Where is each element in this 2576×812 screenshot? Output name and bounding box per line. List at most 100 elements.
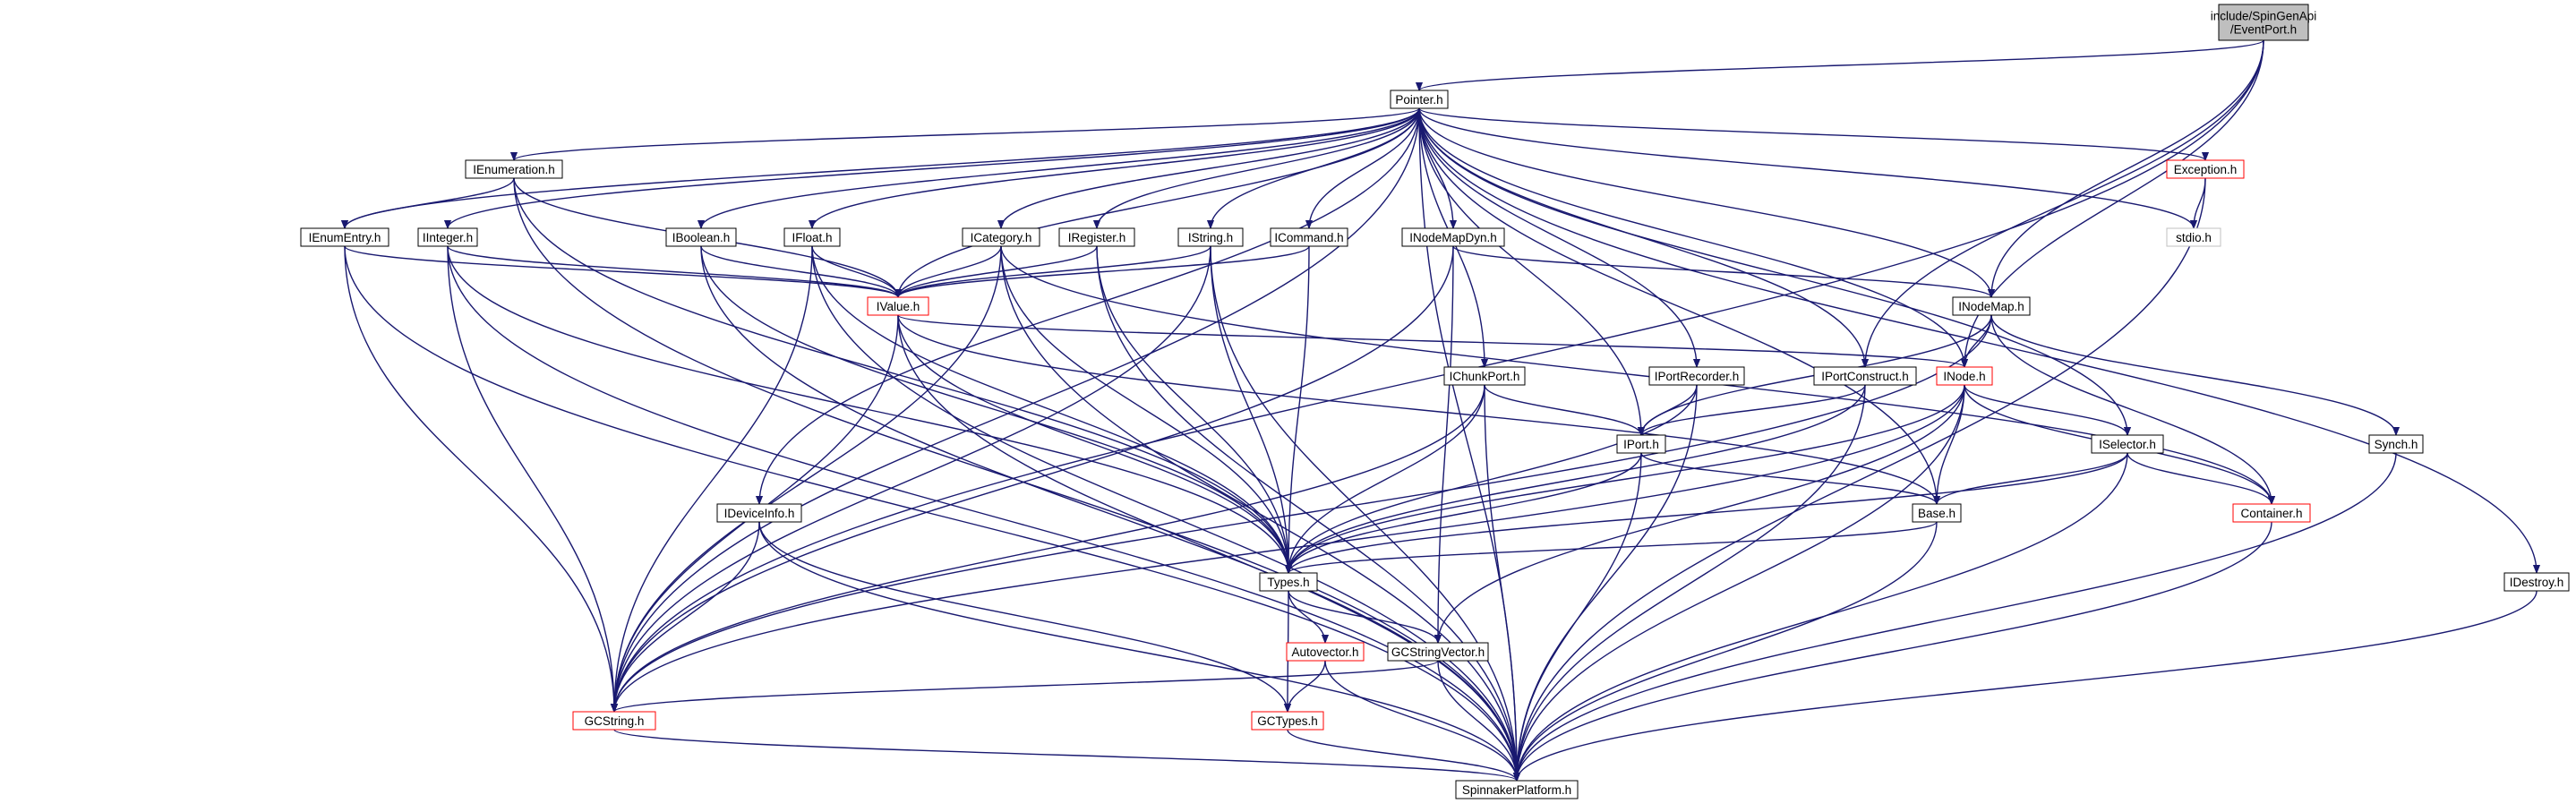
node-box-autovector [1286,642,1365,662]
edge-pointer-to-exception [1418,107,2205,161]
node-gcstring[interactable]: GCString.h [572,711,656,731]
node-label-ideviceinfo: IDeviceInfo.h [724,507,795,520]
edge-iport-to-base [1640,452,1937,505]
edge-ivalue-to-base [897,314,1937,504]
node-inodemapdyn[interactable]: INodeMapDyn.h [1401,227,1505,247]
edge-pointer-to-icommand [1309,107,1420,228]
node-container[interactable]: Container.h [2232,503,2311,523]
node-label-root: /EventPort.h [2230,23,2297,37]
edge-pointer-to-spinnaker [1418,107,1517,781]
node-box-iregister [1058,227,1135,247]
node-exception[interactable]: Exception.h [2166,159,2245,179]
node-iselector[interactable]: ISelector.h [2091,434,2164,454]
node-label-iselector: ISelector.h [2099,438,2156,451]
node-label-container: Container.h [2240,507,2302,520]
node-label-pointer: Pointer.h [1395,93,1442,107]
node-label-spinnaker: SpinnakerPlatform.h [1462,783,1571,797]
node-autovector[interactable]: Autovector.h [1286,642,1365,662]
edge-icategory-to-types [1000,245,1288,573]
node-label-iportrecorder: IPortRecorder.h [1655,370,1740,383]
node-box-iboolean [665,227,737,247]
node-inode[interactable]: INode.h [1936,366,1993,386]
node-box-ienumeration [465,159,563,179]
node-spinnaker[interactable]: SpinnakerPlatform.h [1455,780,1579,799]
node-label-ienumeration: IEnumeration.h [473,163,555,176]
node-label-ifloat: IFloat.h [792,231,832,244]
edge-pointer-to-ivalue [898,107,1420,297]
edge-ienumeration-to-ienumentry [345,177,515,229]
node-iportrecorder[interactable]: IPortRecorder.h [1648,366,1745,386]
node-ienumeration[interactable]: IEnumeration.h [465,159,563,179]
node-base[interactable]: Base.h [1912,503,1962,523]
node-box-ichunkport [1443,366,1526,386]
edge-ienumentry-to-gcstring [344,245,614,712]
edge-iboolean-to-ivalue [700,245,898,298]
node-box-pointer [1390,90,1449,109]
edge-iboolean-to-types [700,245,1288,573]
node-icommand[interactable]: ICommand.h [1270,227,1348,247]
node-box-spinnaker [1455,780,1579,799]
node-iboolean[interactable]: IBoolean.h [665,227,737,247]
edge-istring-to-types [1210,245,1288,573]
edge-iportconstruct-to-types [1288,384,1866,573]
edge-inodemap-to-container [1990,314,2272,504]
node-ideviceinfo[interactable]: IDeviceInfo.h [716,503,802,523]
node-label-iregister: IRegister.h [1068,231,1126,244]
node-box-inodemapdyn [1401,227,1505,247]
edge-pointer-to-iboolean [701,107,1420,229]
node-box-inode [1936,366,1993,386]
node-box-iinteger [417,227,478,247]
edge-pointer-to-inodemap [1418,107,1991,297]
node-label-root: include/SpinGenApi [2211,10,2317,23]
edge-iboolean-to-spinnaker [700,245,1517,781]
edge-iport-to-types [1288,452,1642,573]
edge-base-to-spinnaker [1517,521,1938,781]
node-ivalue[interactable]: IValue.h [867,296,929,316]
edge-base-to-types [1288,521,1938,574]
edge-pointer-to-iport [1418,107,1641,435]
edge-inodemapdyn-to-gcstring [614,245,1454,712]
edge-ideviceinfo-to-spinnaker [758,521,1517,781]
node-ichunkport[interactable]: IChunkPort.h [1443,366,1526,386]
node-label-ichunkport: IChunkPort.h [1450,370,1520,383]
edge-ienumeration-to-types [513,177,1288,573]
node-stdio[interactable]: stdio.h [2166,227,2221,247]
edge-iregister-to-ivalue [898,245,1098,298]
node-root[interactable]: include/SpinGenApi/EventPort.h [2211,4,2317,41]
node-box-ienumentry [300,227,389,247]
edge-ifloat-to-ivalue [811,245,898,298]
node-inodemap[interactable]: INodeMap.h [1952,296,2031,316]
node-box-exception [2166,159,2245,179]
node-iport[interactable]: IPort.h [1616,434,1666,454]
edge-ienumentry-to-ivalue [344,245,898,298]
node-gctypes[interactable]: GCTypes.h [1251,711,1324,731]
node-label-ienumentry: IEnumEntry.h [309,231,381,244]
node-gcstringvector[interactable]: GCStringVector.h [1387,642,1489,662]
node-iportconstruct[interactable]: IPortConstruct.h [1813,366,1917,386]
node-box-root [2218,4,2309,41]
edge-iinteger-to-spinnaker [447,245,1517,781]
node-idestroy[interactable]: IDestroy.h [2503,572,2570,592]
node-pointer[interactable]: Pointer.h [1390,90,1449,109]
node-types[interactable]: Types.h [1259,572,1318,592]
node-icategory[interactable]: ICategory.h [962,227,1040,247]
node-label-types: Types.h [1267,576,1309,589]
node-iinteger[interactable]: IInteger.h [417,227,478,247]
edge-pointer-to-ideviceinfo [759,107,1420,504]
node-ienumentry[interactable]: IEnumEntry.h [300,227,389,247]
node-ifloat[interactable]: IFloat.h [783,227,841,247]
node-box-ivalue [867,296,929,316]
node-box-iportrecorder [1648,366,1745,386]
node-iregister[interactable]: IRegister.h [1058,227,1135,247]
node-box-synch [2368,434,2424,454]
edge-inode-to-gcstring [614,384,1965,712]
edge-ivalue-to-spinnaker [897,314,1517,781]
node-box-iselector [2091,434,2164,454]
node-box-container [2232,503,2311,523]
edge-root-to-iportconstruct [1865,39,2264,367]
edge-ivalue-to-types [897,314,1288,573]
edge-autovector-to-spinnaker [1324,660,1517,781]
node-istring[interactable]: IString.h [1177,227,1244,247]
node-synch[interactable]: Synch.h [2368,434,2424,454]
